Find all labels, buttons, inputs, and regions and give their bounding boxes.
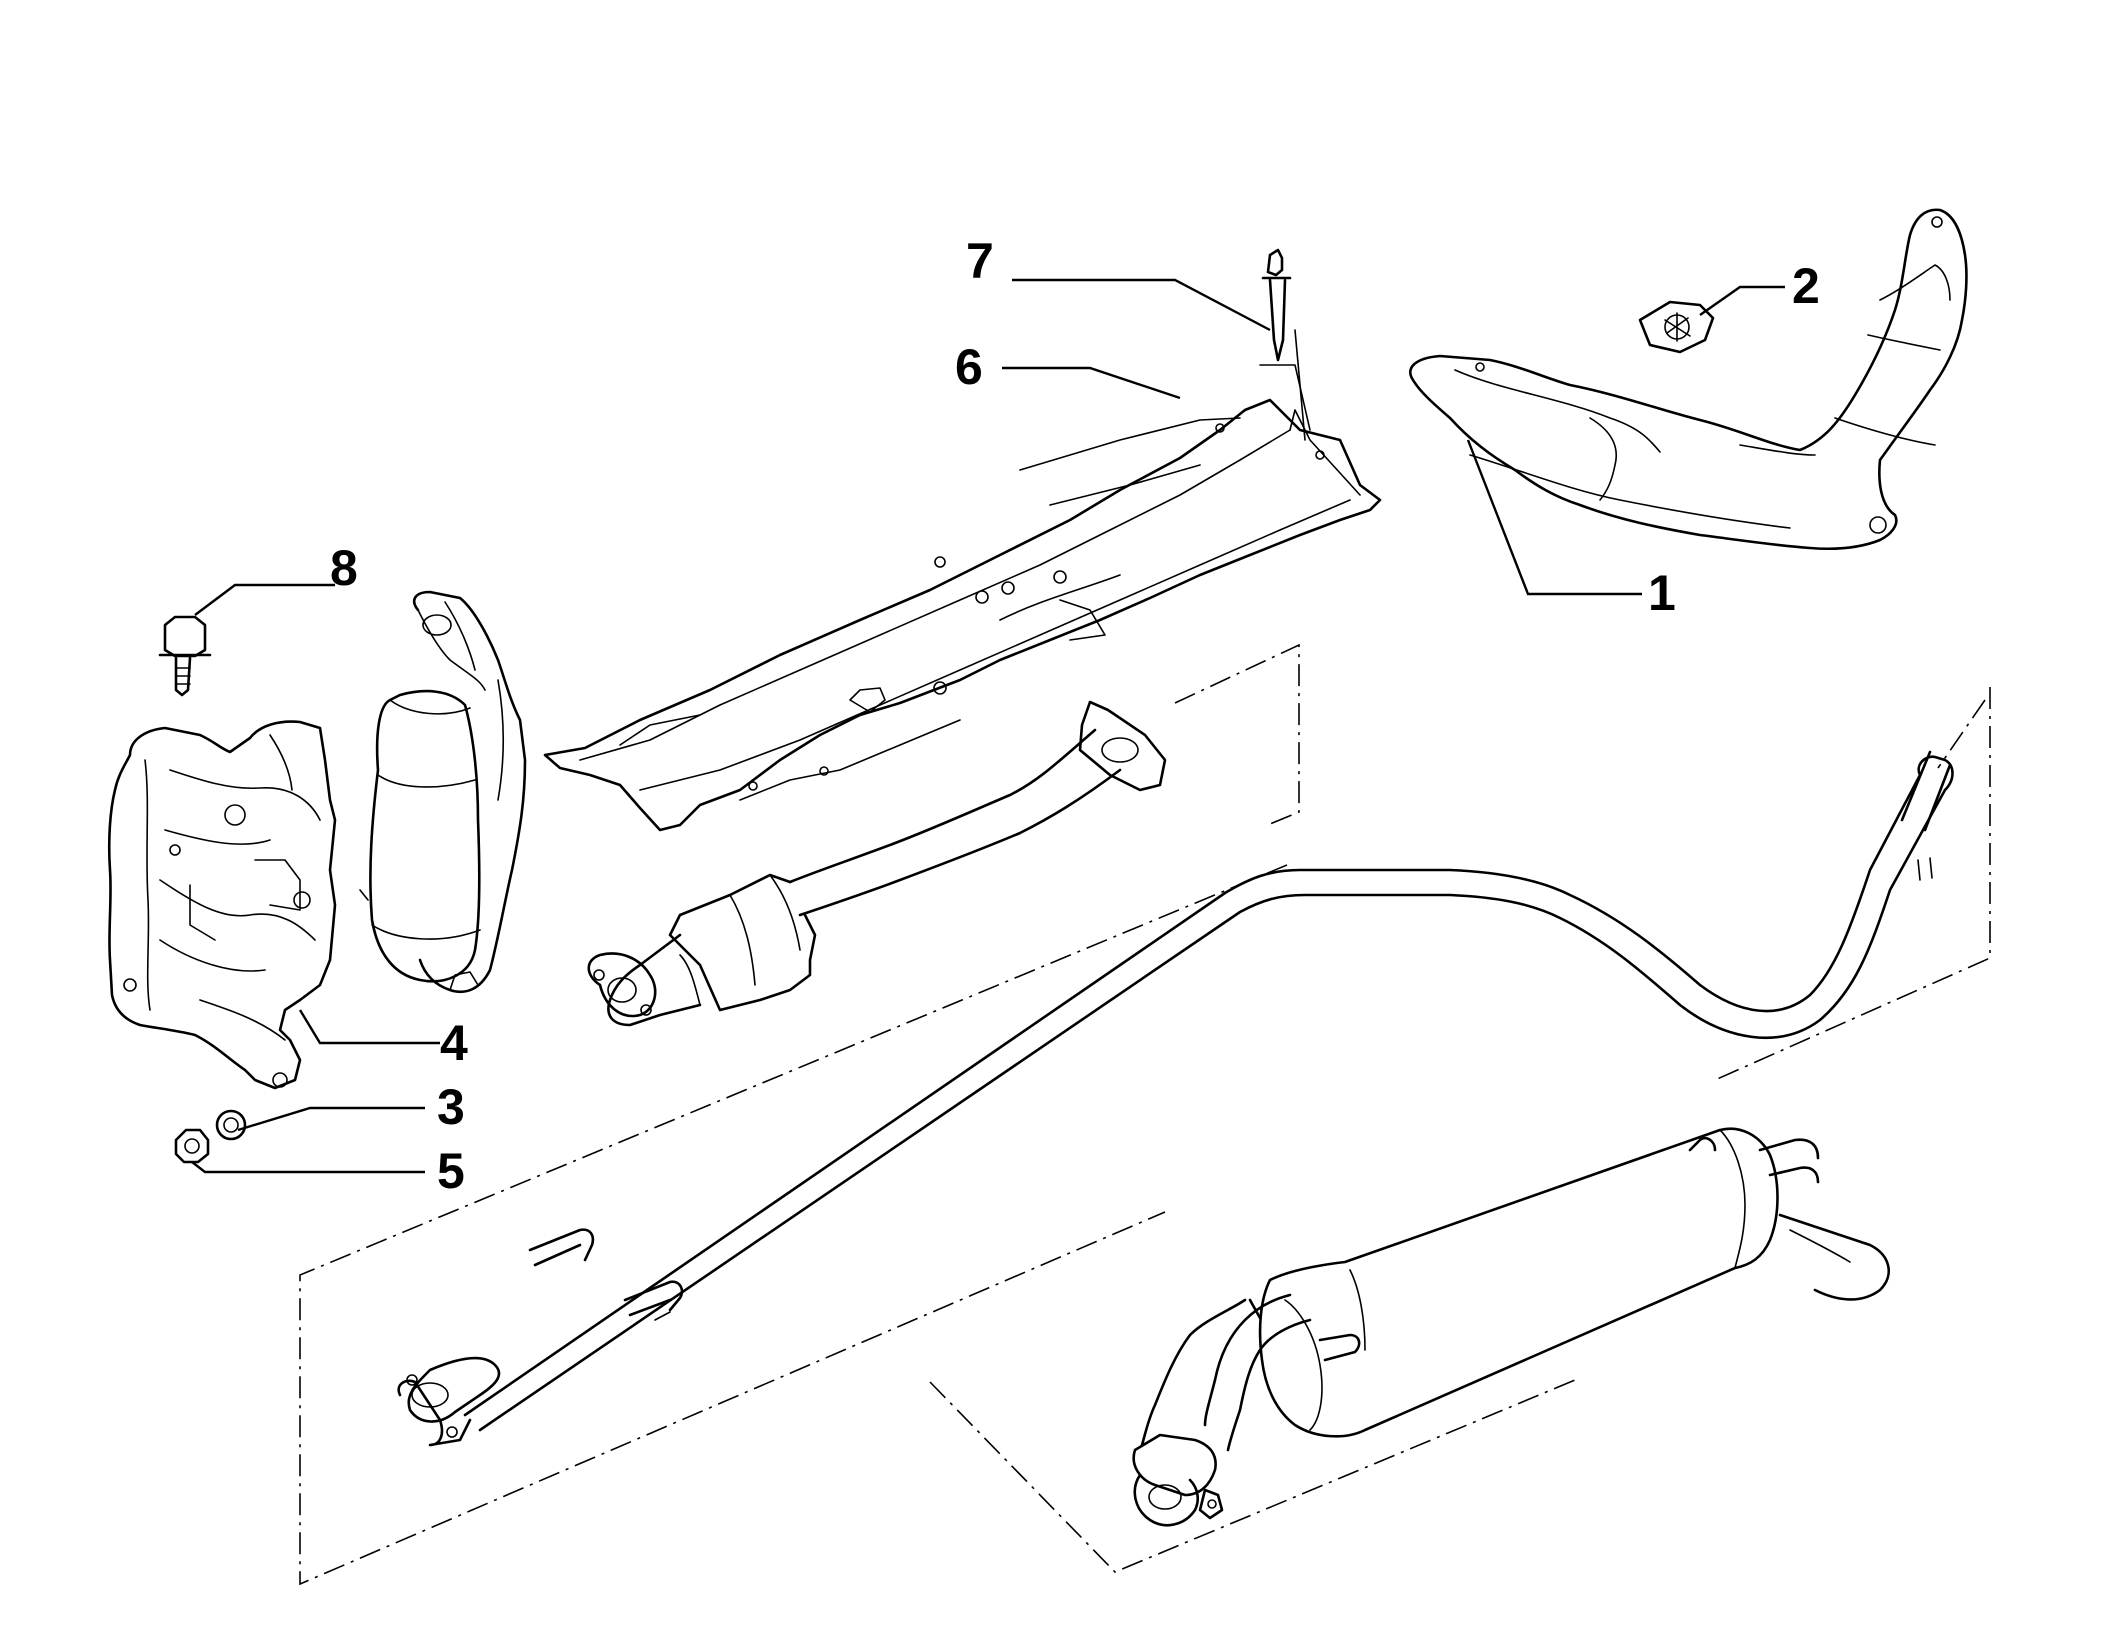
callout-5: 5 — [437, 1143, 465, 1199]
shield-clip — [1638, 300, 1715, 354]
catalytic-converter — [359, 590, 527, 994]
intermediate-pipe — [397, 750, 1954, 1447]
rear-heat-shield — [1409, 208, 1968, 551]
callout-3: 3 — [437, 1079, 465, 1135]
front-pipe — [587, 700, 1167, 1027]
nut — [174, 1128, 210, 1164]
callout-2: 2 — [1792, 258, 1820, 314]
central-heat-shield — [543, 398, 1382, 832]
flange-bolt — [158, 615, 212, 697]
assembly-group-outlines — [299, 643, 1991, 1586]
washer — [215, 1109, 247, 1141]
leader-lines — [191, 278, 1785, 1174]
front-heat-shield — [107, 720, 337, 1090]
callout-6: 6 — [955, 339, 983, 395]
callout-7: 7 — [966, 233, 994, 289]
callout-1: 1 — [1648, 565, 1676, 621]
callout-8: 8 — [330, 540, 358, 596]
rivet-pin — [1259, 248, 1311, 441]
callout-4: 4 — [440, 1015, 468, 1071]
callout-labels: 1 2 3 4 5 6 7 8 — [330, 233, 1820, 1199]
rear-silencer — [1132, 1127, 1890, 1527]
